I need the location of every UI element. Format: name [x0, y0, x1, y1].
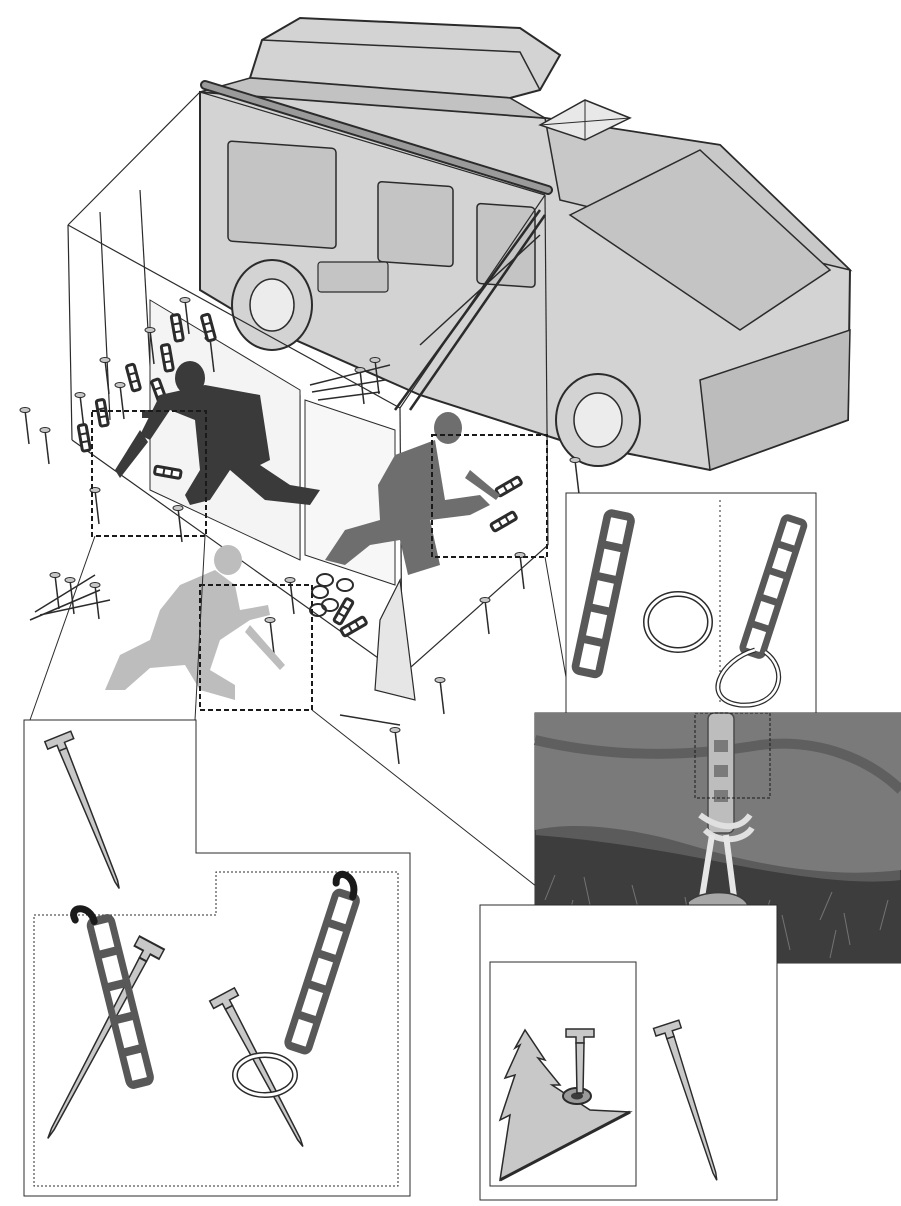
callout-strap-and-ring [566, 493, 816, 713]
callout-peg-and-strap [24, 720, 410, 1196]
callout-ground-sheet-peg [480, 905, 777, 1200]
worker-kneeling-light [105, 545, 285, 700]
